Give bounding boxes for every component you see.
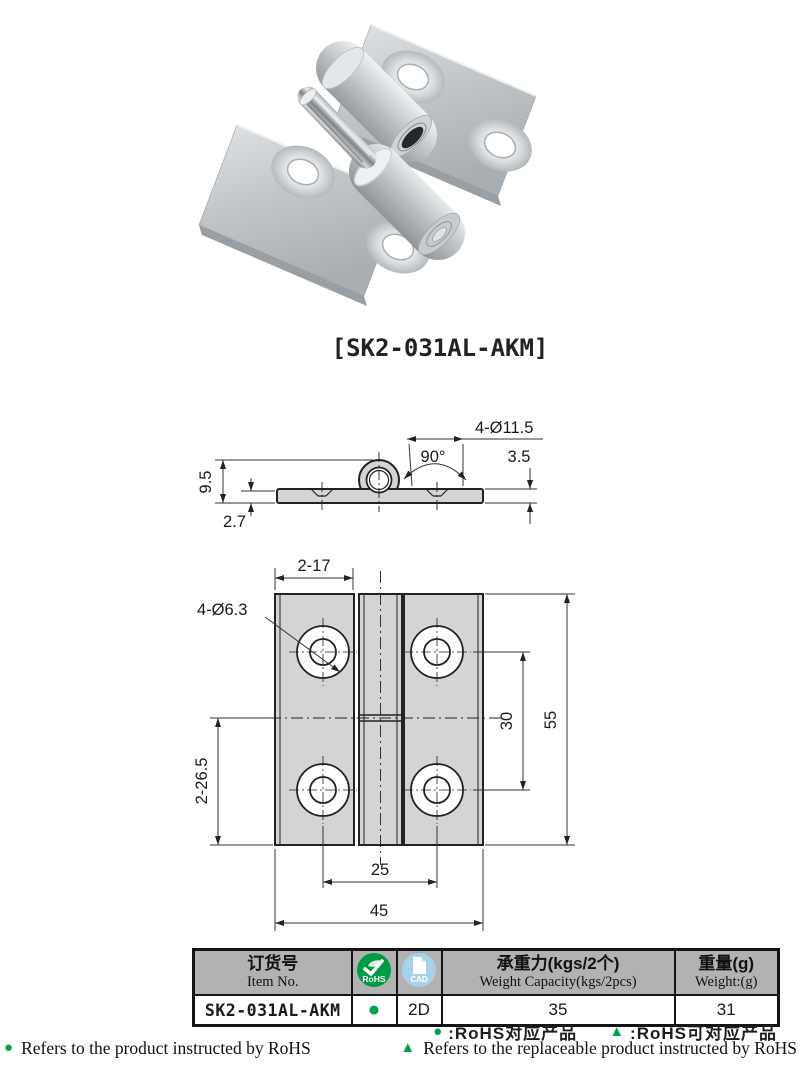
dim-55 [485,593,575,846]
dim-label: 2-26.5 [193,758,211,805]
header-weight: 重量(g) Weight:(g) [673,948,780,996]
cell-cad: 2D [395,994,443,1027]
svg-text:CAD: CAD [410,975,428,984]
centerlines [321,452,438,512]
rohs-legend: ● :RoHS对应产品 ▲ :RoHS可对应产品 [433,1019,777,1044]
dim-label: 2-17 [297,557,330,575]
footnote-dot-icon: ● [4,1040,14,1056]
dim-2-7 [241,478,275,516]
dim-label: 4-Ø6.3 [197,601,247,619]
svg-text:RoHS: RoHS [362,974,385,984]
side-view-drawing: 9.5 2.7 4-Ø11.5 90° 3.5 [197,419,543,531]
header-item-no: 订货号 Item No. [192,948,353,996]
edge-lines [279,594,479,845]
footnote-dot-text: Refers to the product instructed by RoHS [21,1038,311,1058]
cell-capacity: 35 [440,994,676,1027]
header-capacity-en: Weight Capacity(kgs/2pcs) [479,973,637,990]
header-capacity-cn: 承重力(kgs/2个) [496,954,620,974]
dim-label: 30 [498,712,516,730]
header-cad: CAD [395,948,443,996]
product-photo [198,24,537,306]
footnote-dot: ● Refers to the product instructed by Ro… [4,1038,311,1059]
spec-table: 订货号 Item No. RoHS CAD [192,948,780,1027]
centerlines [247,571,505,865]
footnote-triangle: ▲ Refers to the replaceable product inst… [400,1038,797,1059]
dim-45 [274,849,484,931]
dim-label: 2.7 [223,513,246,531]
legend-triangle-icon: ▲ [609,1023,626,1040]
right-leaf [332,24,537,206]
header-weight-cn: 重量(g) [698,954,755,974]
countersunk-hole [271,145,335,199]
pin-socket-hole [401,126,424,149]
footnotes: ● Refers to the product instructed by Ro… [4,1038,797,1059]
front-holes [289,618,471,824]
dim-9-5 [215,459,375,504]
rohs-icon: RoHS [357,953,391,987]
dim-label: 55 [542,711,560,729]
cell-item-no: SK2-031AL-AKM [192,994,353,1027]
header-item-en: Item No. [246,973,299,990]
cell-rohs-status: ● [350,994,398,1027]
left-leaf [198,124,430,306]
hinge-pin [297,86,377,169]
spec-table-data-row: SK2-031AL-AKM ● 2D 35 31 [192,994,780,1027]
rohs-compliant-dot: ● [367,998,381,1021]
spec-table-header-row: 订货号 Item No. RoHS CAD [192,948,780,996]
dim-label: 25 [371,861,389,879]
dim-25 [322,826,438,888]
dim-label: 9.5 [197,471,215,494]
footnote-triangle-icon: ▲ [400,1040,416,1056]
footnote-triangle-text: Refers to the replaceable product instru… [423,1038,797,1058]
header-item-cn: 订货号 [247,954,299,974]
cell-weight: 31 [673,994,780,1027]
header-rohs: RoHS [350,948,398,996]
legend-triangle-label: :RoHS可对应产品 [630,1024,777,1043]
upper-knuckle [316,41,437,162]
front-view-drawing: 2-17 4-Ø6.3 55 30 2-26.5 2 [193,557,575,931]
legend-dot-label: :RoHS对应产品 [448,1024,578,1043]
header-weight-en: Weight:(g) [695,973,758,990]
dim-2-17 [274,568,354,590]
cad-icon: CAD [402,953,436,987]
dim-label: 4-Ø11.5 [475,419,533,437]
header-capacity: 承重力(kgs/2个) Weight Capacity(kgs/2pcs) [440,948,676,996]
dim-2-26-5 [210,717,273,846]
lower-knuckle [349,144,465,260]
dim-label: 3.5 [508,448,531,466]
dim-30 [473,651,530,791]
dim-label: 90° [421,448,446,466]
legend-dot-icon: ● [433,1023,444,1040]
countersunk-hole [468,118,532,172]
angle-arc [403,463,467,481]
hole-leader [264,616,341,673]
dim-3-5 [485,468,537,524]
product-code-title: [SK2-031AL-AKM] [331,334,549,362]
dim-label: 45 [370,902,388,920]
